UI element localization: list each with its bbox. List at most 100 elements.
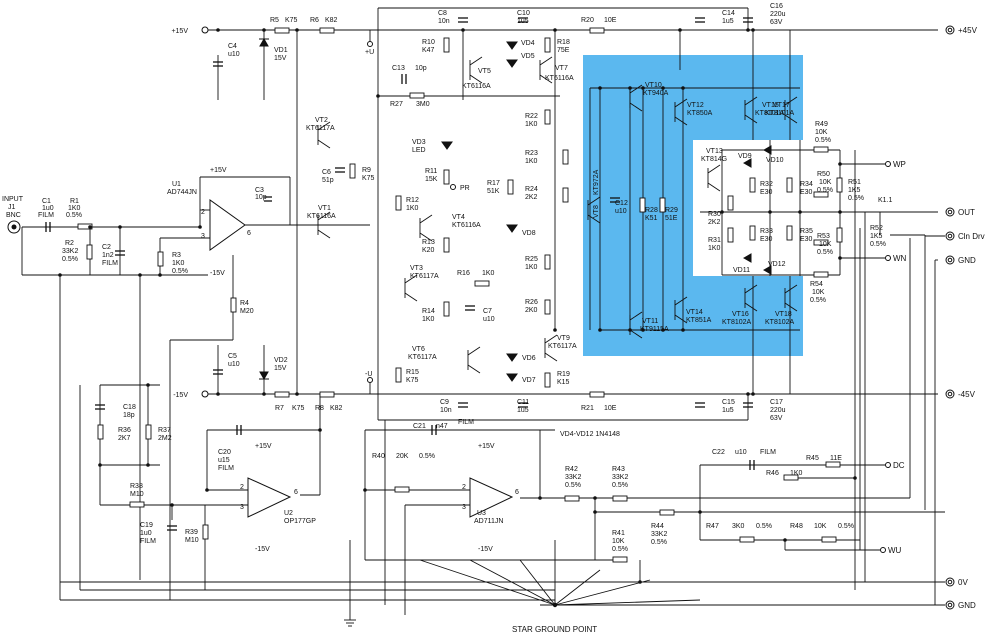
vt9-part: KT6117A [548,343,577,350]
r16-ref: R16 [457,270,470,277]
terminal-cln-label: Cln Drv [958,232,985,241]
r19-ref: R19 [557,371,570,378]
r9-val: K75 [362,175,375,182]
r54-ref: R54 [810,281,823,288]
k1-label: K1.1 [878,197,893,204]
r47-val: 3K0 [732,523,745,530]
c5-val: u10 [228,361,240,368]
vt14-part: KT851A [686,317,712,324]
r44-tol: 0.5% [651,539,667,546]
terminal-0v-label: 0V [958,578,968,587]
r23-val: 1K0 [525,158,538,165]
terminal-gnd2-label: GND [958,601,976,610]
r1-val: 1K0 [68,205,81,212]
r20-ref: R20 [581,17,594,24]
r31-val: 1K0 [708,245,721,252]
vt2-ref: VT2 [315,117,328,124]
r34-ref: R34 [800,181,813,188]
r42-tol: 0.5% [565,482,581,489]
u2-vminus: -15V [255,546,270,553]
r52-tol: 0.5% [870,241,886,248]
u1-vminus: -15V [210,270,225,277]
c20-ref: C20 [218,449,231,456]
r48-tol: 0.5% [838,523,854,530]
r15-ref: R15 [406,369,419,376]
vt6-ref: VT6 [412,346,425,353]
r28-val: K51 [645,215,658,222]
r32-ref: R32 [760,181,773,188]
r12-val: 1K0 [406,205,419,212]
r4-ref: R4 [240,300,249,307]
u2-vplus: +15V [255,443,272,450]
u1-pin2: 2 [201,209,205,216]
c12-ref: C12 [615,200,628,207]
c7-ref: C7 [483,308,492,315]
r18-ref: R18 [557,39,570,46]
input-section [21,30,370,600]
r25-ref: R25 [525,256,538,263]
c3-ref: C3 [255,187,264,194]
vt18-part: KT8102A [765,319,795,326]
pr-label: PR [460,185,470,192]
diodes [259,37,772,382]
r48-ref: R48 [790,523,803,530]
c2-ref: C2 [102,244,111,251]
c17-volt: 63V [770,415,783,422]
u1-vplus: +15V [210,167,227,174]
vd6-ref: VD6 [522,355,536,362]
vt15-ref: VT15 [762,102,779,109]
vt3-ref: VT3 [410,265,423,272]
u2-pin6: 6 [294,489,298,496]
c17-ref: C17 [770,399,783,406]
c1-val: 1u0 [42,205,54,212]
vt1-ref: VT1 [318,205,331,212]
terminal-neg45-label: -45V [958,390,976,399]
u1-pin6: 6 [247,230,251,237]
c8-val: 10n [438,18,450,25]
u2-pin2: 2 [240,484,244,491]
vd7-ref: VD7 [522,377,536,384]
r39-val: M10 [185,537,199,544]
r53-tol: 0.5% [817,249,833,256]
vt15-part: KT8101A [755,110,785,117]
c9-ref: C9 [440,399,449,406]
vt17-ref: VT17 [773,102,790,109]
u2-ref: U2 [284,510,293,517]
c13-ref: C13 [392,65,405,72]
vt18-ref: VT18 [775,311,792,318]
c5-ref: C5 [228,353,237,360]
r22-ref: R22 [525,113,538,120]
r27-val: 3M0 [416,101,430,108]
c11-ref: C11 [517,399,529,406]
vd3-ref: VD3 [412,139,426,146]
c19-film: FILM [140,538,156,545]
vt4-part: KT6116A [452,222,481,229]
c15-ref: C15 [722,399,735,406]
c22-ref: C22 [712,449,725,456]
r6-ref: R6 [310,17,319,24]
vt7-ref: VT7 [555,65,568,72]
r35-ref: R35 [800,228,813,235]
vd2-val: 15V [274,365,287,372]
r34-val: E30 [800,189,813,196]
r1-tol: 0.5% [66,212,82,219]
r26-ref: R26 [525,299,538,306]
r29-ref: R29 [665,207,678,214]
r2-ref: R2 [65,240,74,247]
r43-ref: R43 [612,466,625,473]
u1-part: AD744JN [167,189,197,196]
vt12-ref: VT12 [687,102,704,109]
u1-pin3: 3 [201,233,205,240]
terminal-pos45-label: +45V [958,26,978,35]
r54-tol: 0.5% [810,297,826,304]
r3-tol: 0.5% [172,268,188,275]
vt16-part: KT8102A [722,319,752,326]
vt4-ref: VT4 [452,214,465,221]
vt11-ref: VT11 [642,318,658,325]
r8-val: K82 [330,405,343,412]
c2-film: FILM [102,260,118,267]
c16-val: 220u [770,11,786,18]
r39-ref: R39 [185,529,198,536]
r49-ref: R49 [815,121,828,128]
